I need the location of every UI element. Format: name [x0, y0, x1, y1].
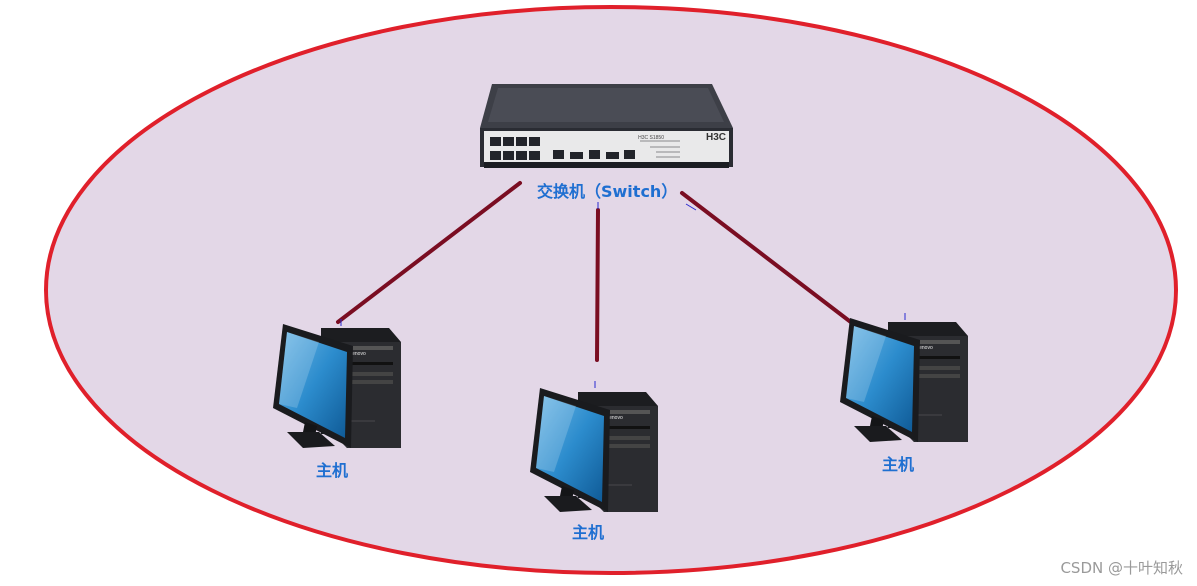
switch-status-panel	[640, 140, 680, 158]
switch-brand-logo: H3C	[706, 132, 726, 143]
host-1-label: 主机	[316, 461, 349, 480]
host-2-label: 主机	[572, 523, 605, 542]
watermark: CSDN @十叶知秋	[1060, 559, 1183, 577]
link-switch-host-3	[680, 191, 854, 325]
link-switch-host-1	[336, 181, 522, 324]
links	[336, 181, 854, 362]
switch-device: H3C H3C S1850	[480, 84, 733, 168]
switch-ports	[490, 137, 635, 160]
switch-model-text: H3C S1850	[638, 135, 664, 141]
link-markers	[340, 202, 906, 388]
switch-label: 交换机（Switch）	[537, 182, 678, 201]
host-3-label: 主机	[882, 455, 915, 474]
link-switch-host-2	[595, 208, 600, 362]
